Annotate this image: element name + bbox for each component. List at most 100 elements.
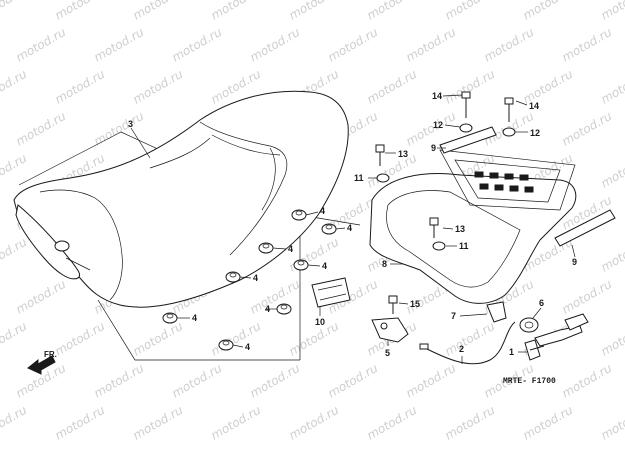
watermark-text: motod.ru xyxy=(560,277,615,317)
rubber-strip-upper xyxy=(439,126,497,154)
watermark-text: motod.ru xyxy=(404,361,459,401)
nut-4g xyxy=(162,312,178,324)
seat-bracket xyxy=(311,277,351,308)
watermark-text: motod.ru xyxy=(131,403,186,443)
bolt-15 xyxy=(388,295,398,314)
watermark-text: motod.ru xyxy=(521,403,576,443)
watermark-text: motod.ru xyxy=(443,0,498,23)
watermark-text: motod.ru xyxy=(599,319,625,359)
watermark-text: motod.ru xyxy=(209,0,264,23)
watermark-text: motod.ru xyxy=(14,109,69,149)
watermark-text: motod.ru xyxy=(521,0,576,23)
callout-11: 11 xyxy=(459,241,469,251)
callout-9: 9 xyxy=(431,143,436,153)
callout-13: 13 xyxy=(455,224,465,234)
rubber-strip-lower xyxy=(554,209,616,247)
callout-4: 4 xyxy=(288,244,293,254)
nut-4e xyxy=(225,271,241,283)
callout-4: 4 xyxy=(320,206,325,216)
watermark-text: motod.ru xyxy=(365,403,420,443)
watermark-text: motod.ru xyxy=(0,319,30,359)
nut-4d xyxy=(293,259,309,271)
cable-bracket xyxy=(486,301,507,323)
watermark-text: motod.ru xyxy=(131,67,186,107)
callout-3: 3 xyxy=(128,119,133,129)
watermark-text: motod.ru xyxy=(482,25,537,65)
callout-7: 7 xyxy=(451,311,456,321)
watermark-text: motod.ru xyxy=(443,403,498,443)
watermark-text: motod.ru xyxy=(287,403,342,443)
callout-14: 14 xyxy=(432,91,442,101)
callout-4: 4 xyxy=(253,273,258,283)
watermark-text: motod.ru xyxy=(0,235,30,275)
key-cylinder xyxy=(519,313,589,347)
nut-4c xyxy=(258,242,274,254)
callout-15: 15 xyxy=(410,299,420,309)
watermark-text: motod.ru xyxy=(248,361,303,401)
front-direction-indicator: FR. xyxy=(27,350,57,375)
watermark-text: motod.ru xyxy=(599,151,625,191)
ignition-key xyxy=(524,339,545,361)
seat xyxy=(13,90,349,308)
watermark-text: motod.ru xyxy=(170,361,225,401)
watermark-text: motod.ru xyxy=(599,0,625,23)
callout-10: 10 xyxy=(315,317,325,327)
watermark-text: motod.ru xyxy=(209,319,264,359)
watermark-text: motod.ru xyxy=(248,25,303,65)
callout-13: 13 xyxy=(398,149,408,159)
watermark-text: motod.ru xyxy=(365,67,420,107)
watermark-text: motod.ru xyxy=(599,67,625,107)
nut-4a xyxy=(291,209,307,221)
watermark-text: motod.ru xyxy=(0,403,30,443)
seat-latch xyxy=(371,317,409,343)
callout-6: 6 xyxy=(539,298,544,308)
watermark-text: motod.ru xyxy=(53,67,108,107)
callout-8: 8 xyxy=(382,259,387,269)
callout-4: 4 xyxy=(322,261,327,271)
watermark-text: motod.ru xyxy=(0,0,30,23)
nut-group xyxy=(162,209,337,351)
watermark-text: motod.ru xyxy=(0,151,30,191)
collar-11b xyxy=(432,241,446,251)
front-label: FR. xyxy=(44,350,57,359)
leader-lines xyxy=(130,94,576,364)
watermark-text: motod.ru xyxy=(92,109,147,149)
callout-14: 14 xyxy=(529,101,539,111)
callout-2: 2 xyxy=(459,344,464,354)
washer-12a xyxy=(459,123,473,133)
nut-4f xyxy=(276,303,292,315)
nut-4b xyxy=(321,223,337,235)
watermark-text: motod.ru xyxy=(170,25,225,65)
callout-4: 4 xyxy=(265,304,270,314)
watermark-text: motod.ru xyxy=(209,403,264,443)
watermark-text: motod.ru xyxy=(14,25,69,65)
nut-4h xyxy=(218,339,234,351)
watermark-text: motod.ru xyxy=(326,361,381,401)
watermark-text: motod.ru xyxy=(53,319,108,359)
bolt-13a xyxy=(375,144,385,166)
callout-4: 4 xyxy=(245,342,250,352)
callout-labels: 3 4 4 4 4 4 4 4 4 10 14 14 12 12 9 9 13 … xyxy=(128,91,577,358)
watermark-text: motod.ru xyxy=(92,361,147,401)
callout-5: 5 xyxy=(385,348,390,358)
figure-code: MRTE- F1700 xyxy=(503,377,556,386)
watermark-text: motod.ru xyxy=(131,319,186,359)
watermark-text: motod.ru xyxy=(92,25,147,65)
watermark-text: motod.ru xyxy=(287,319,342,359)
watermark-text: motod.ru xyxy=(560,25,615,65)
washer-12b xyxy=(502,127,516,137)
callout-1: 1 xyxy=(509,347,514,357)
watermark-text: motod.ru xyxy=(287,0,342,23)
seat-lock-cable xyxy=(419,321,516,365)
watermark-text: motod.ru xyxy=(599,235,625,275)
callout-4: 4 xyxy=(192,313,197,323)
watermark-text: motod.ru xyxy=(560,361,615,401)
grab-rail xyxy=(369,149,577,304)
watermark-text: motod.ru xyxy=(131,0,186,23)
callout-9: 9 xyxy=(572,257,577,267)
watermark-text: motod.ru xyxy=(404,25,459,65)
bolt-13b xyxy=(429,217,439,238)
watermark-text: motod.ru xyxy=(0,67,30,107)
watermark-text: motod.ru xyxy=(14,277,69,317)
